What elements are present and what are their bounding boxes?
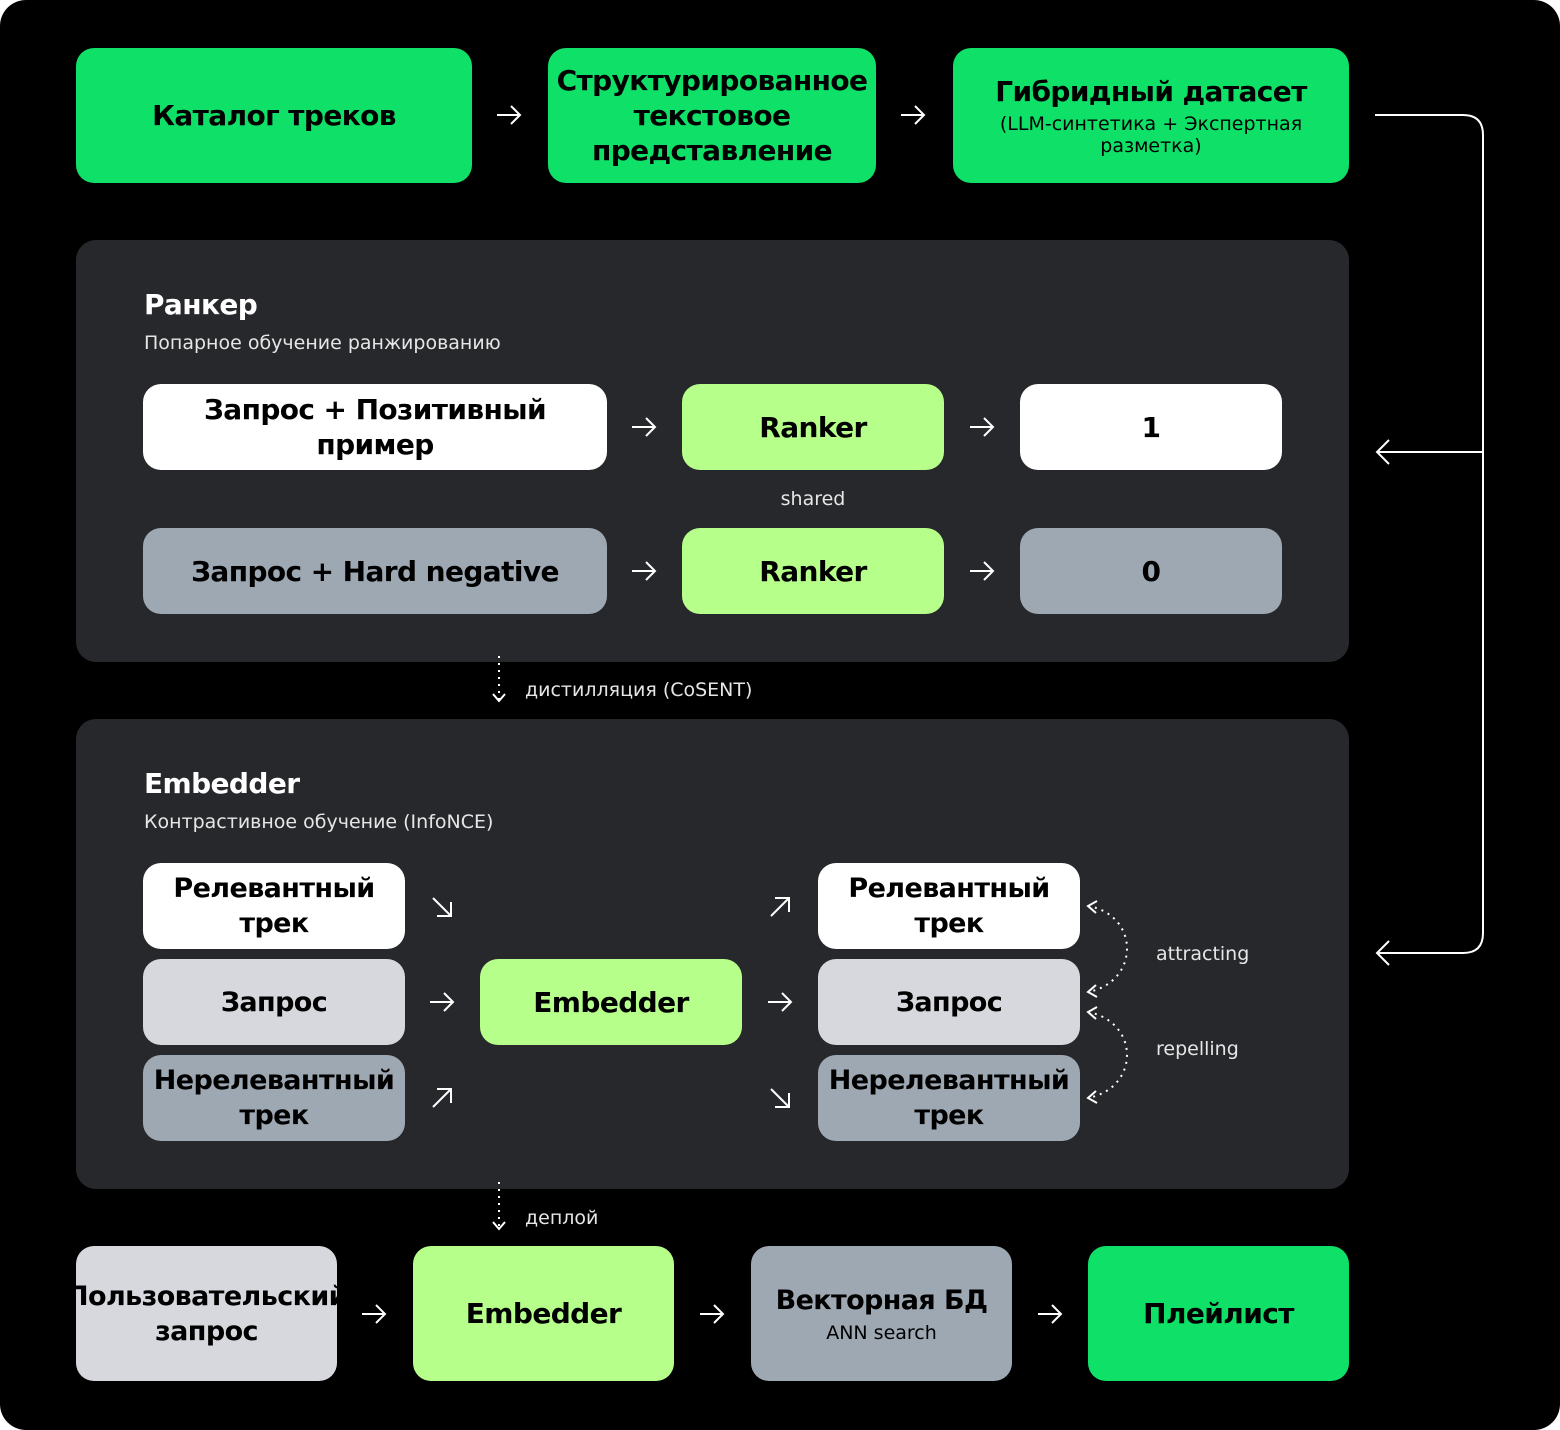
ranker-model-label-top: Ranker	[759, 410, 867, 444]
structured-repr-label: Структурированное текстовое представлени…	[556, 64, 868, 167]
embedder-model-box: Embedder	[480, 959, 742, 1045]
relevant-track-output: Релевантный трек	[818, 863, 1080, 949]
embedder-subtitle: Контрастивное обучение (InfoNCE)	[144, 811, 494, 833]
arrow-right-icon	[357, 1297, 391, 1331]
vector-db-box: Векторная БД ANN search	[751, 1246, 1012, 1381]
arrow-up-right-icon	[763, 890, 797, 924]
arrow-right-icon	[763, 985, 797, 1019]
structured-repr-box: Структурированное текстовое представлени…	[548, 48, 876, 183]
arrow-right-icon	[695, 1297, 729, 1331]
hybrid-dataset-subtitle: (LLM-синтетика + Экспертная разметка)	[999, 113, 1303, 157]
arrow-right-icon	[492, 98, 526, 132]
feedback-connector	[1375, 114, 1484, 966]
hybrid-dataset-title: Гибридный датасет	[995, 75, 1307, 108]
dotted-arrow-down-icon	[492, 1182, 506, 1231]
relevant-track-input-label: Релевантный трек	[173, 873, 375, 939]
arrow-right-icon	[627, 410, 661, 444]
embedder-title: Embedder	[144, 767, 300, 800]
relevant-track-output-label: Релевантный трек	[848, 873, 1050, 939]
arrow-down-right-icon	[763, 1081, 797, 1115]
arrow-right-icon	[965, 554, 999, 588]
playlist-label: Плейлист	[1143, 1297, 1294, 1330]
shared-label: shared	[780, 488, 846, 510]
negative-score-label: 0	[1141, 554, 1161, 588]
ranker-subtitle: Попарное обучение ранжированию	[144, 332, 501, 354]
arrow-right-icon	[896, 98, 930, 132]
ranker-model-label-bottom: Ranker	[759, 554, 867, 588]
catalog-box: Каталог треков	[76, 48, 472, 183]
arrow-right-icon	[425, 985, 459, 1019]
query-input: Запрос	[143, 959, 405, 1045]
hybrid-dataset-box: Гибридный датасет (LLM-синтетика + Экспе…	[953, 48, 1349, 183]
query-input-label: Запрос	[220, 986, 328, 1018]
query-output: Запрос	[818, 959, 1080, 1045]
negative-pair-box: Запрос + Hard negative	[143, 528, 607, 614]
arrow-right-icon	[1033, 1297, 1067, 1331]
repelling-label: repelling	[1156, 1038, 1239, 1060]
catalog-label: Каталог треков	[152, 99, 396, 132]
user-query-label: Пользовательский запрос	[66, 1280, 348, 1347]
dotted-curve-arrow-icon	[1086, 1006, 1128, 1104]
negative-pair-label: Запрос + Hard negative	[191, 554, 559, 588]
relevant-track-input: Релевантный трек	[143, 863, 405, 949]
irrelevant-track-output-label: Нерелевантный трек	[828, 1065, 1070, 1131]
arrow-right-icon	[965, 410, 999, 444]
embedder-model-label: Embedder	[533, 985, 689, 1019]
deploy-label: деплой	[525, 1207, 599, 1229]
arrow-right-icon	[627, 554, 661, 588]
playlist-box: Плейлист	[1088, 1246, 1349, 1381]
attracting-label: attracting	[1156, 943, 1250, 965]
negative-score-box: 0	[1020, 528, 1282, 614]
vector-db-subtitle: ANN search	[826, 1322, 937, 1344]
irrelevant-track-input: Нерелевантный трек	[143, 1055, 405, 1141]
positive-pair-box: Запрос + Позитивный пример	[143, 384, 607, 470]
ranker-title: Ранкер	[144, 288, 258, 321]
deployed-embedder-box: Embedder	[413, 1246, 674, 1381]
deployed-embedder-label: Embedder	[465, 1297, 622, 1330]
positive-pair-label: Запрос + Позитивный пример	[204, 393, 547, 461]
dotted-curve-arrow-icon	[1086, 900, 1128, 998]
vector-db-title: Векторная БД	[775, 1285, 988, 1316]
ranker-model-box-bottom: Ranker	[682, 528, 944, 614]
dotted-arrow-down-icon	[492, 656, 506, 703]
arrow-down-right-icon	[425, 890, 459, 924]
arrow-up-right-icon	[425, 1081, 459, 1115]
query-output-label: Запрос	[895, 986, 1003, 1018]
distill-label: дистилляция (CoSENT)	[525, 679, 753, 701]
user-query-box: Пользовательский запрос	[66, 1246, 348, 1381]
irrelevant-track-input-label: Нерелевантный трек	[153, 1065, 395, 1131]
irrelevant-track-output: Нерелевантный трек	[818, 1055, 1080, 1141]
ranker-model-box-top: Ranker	[682, 384, 944, 470]
positive-score-box: 1	[1020, 384, 1282, 470]
positive-score-label: 1	[1141, 410, 1161, 444]
